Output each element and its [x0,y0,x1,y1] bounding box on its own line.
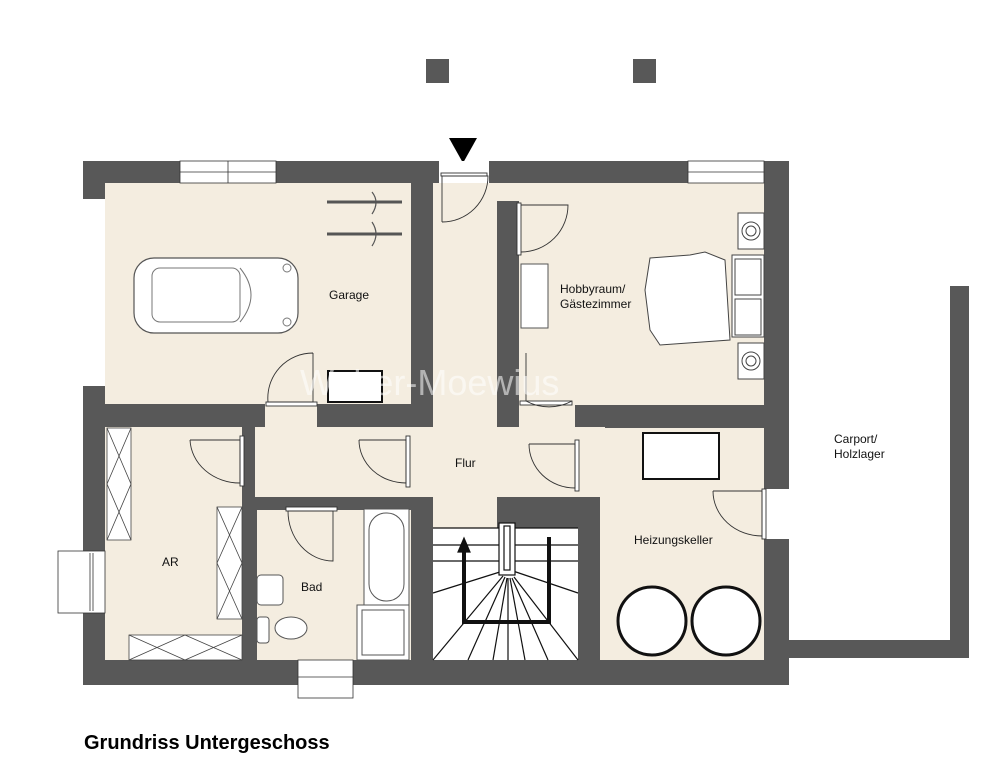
wardrobe [520,263,549,329]
bathroom-fixtures [256,508,410,661]
room-label-flur: Flur [455,456,476,470]
entrance-arrow-icon [449,138,477,163]
room-label-garage: Garage [329,288,370,302]
pillar [426,59,449,83]
plan-title: Grundriss Untergeschoss [84,732,330,754]
staircase [432,522,579,661]
room-label-carport: Carport/ Holzlager [834,432,885,461]
room-label-hobbyraum: Hobbyraum/ Gästezimmer [560,282,632,311]
room-label-bad: Bad [301,580,323,594]
workbench [327,370,383,403]
watermark: Weber-Moewius [300,362,560,403]
doors [189,172,767,562]
room-label-ar: AR [162,555,179,569]
pillar [633,59,656,83]
shelves [106,427,243,661]
storage-tank [690,585,762,657]
storage-tank [616,585,688,657]
bed [644,212,765,380]
room-label-heizungskeller: Heizungskeller [634,533,713,547]
window [297,659,354,699]
bicycles [327,191,402,247]
tank [642,432,720,480]
car [133,257,299,334]
window [57,550,106,614]
